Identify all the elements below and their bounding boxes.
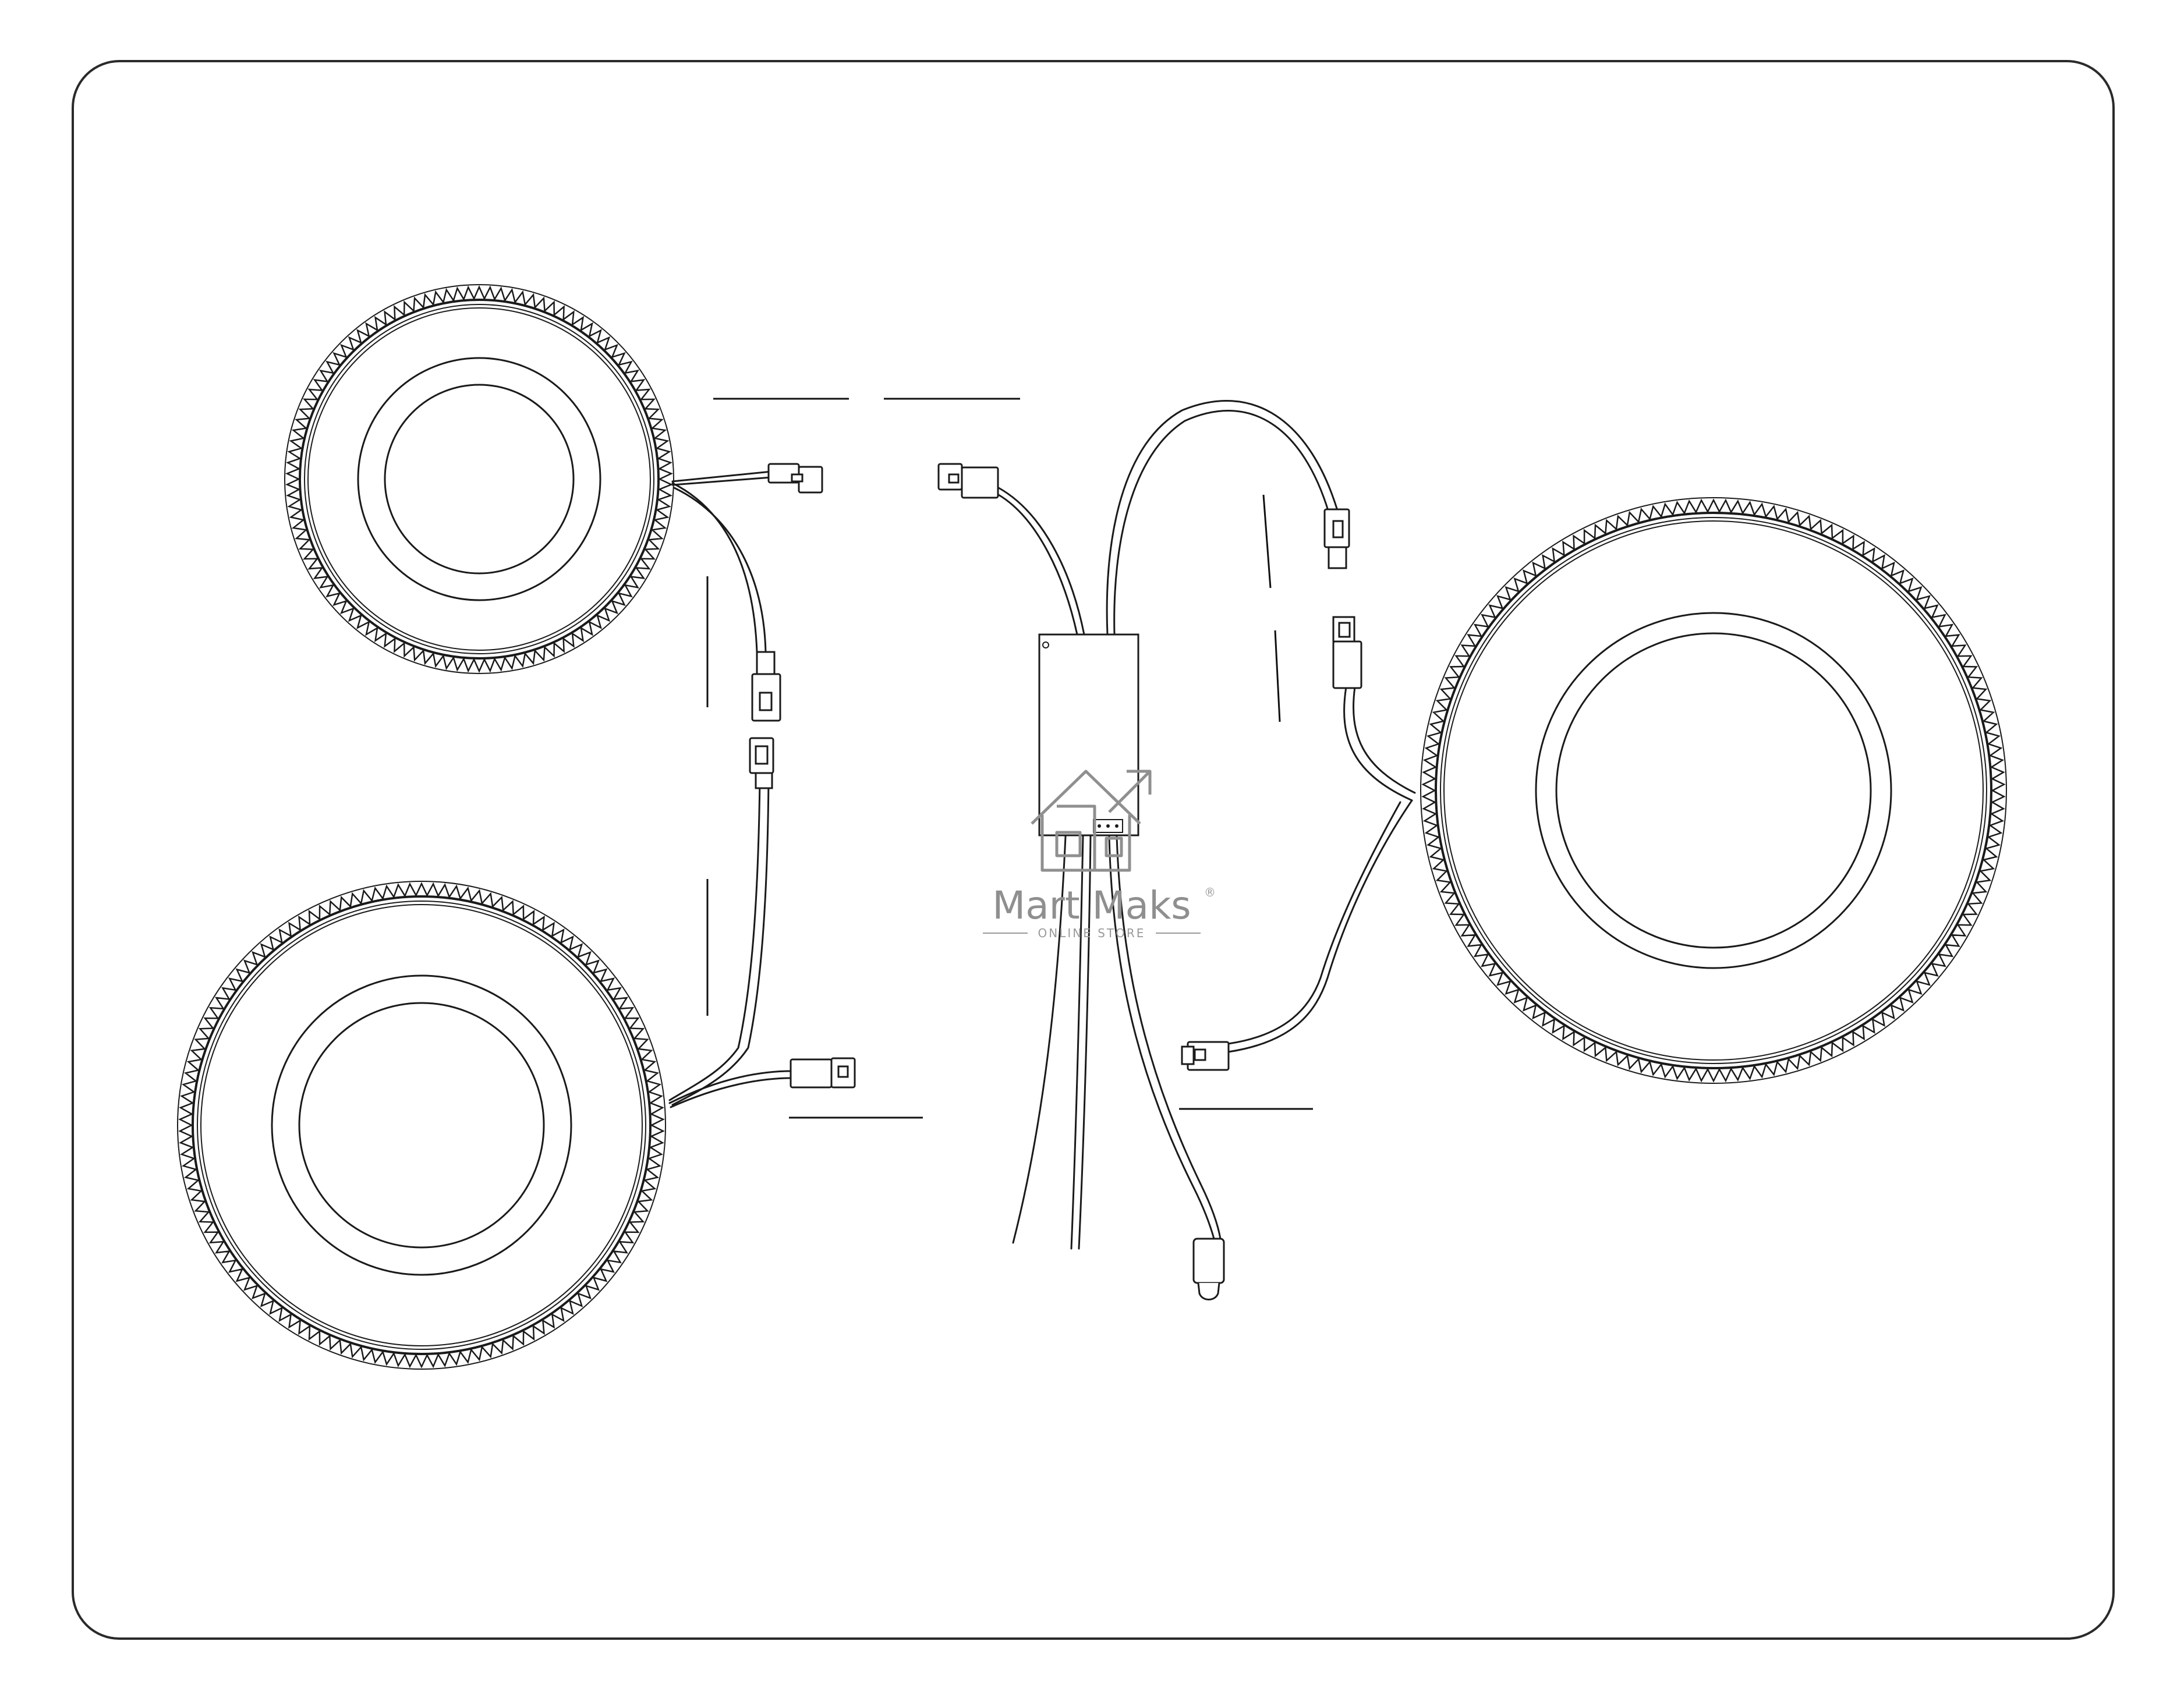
plug-top-left [767,463,823,494]
arrows [706,398,1313,1119]
plug-left-lower [749,737,774,789]
light-ring-bottom-left [177,881,666,1370]
plug-center [937,463,999,499]
diagram-frame [72,60,2115,1640]
arrow-up-right [1274,630,1281,722]
plug-left-upper [751,651,781,722]
arrow-down-right [1262,494,1272,589]
plug-bottom-left [790,1057,856,1089]
plug-right-ring-lower [1181,1041,1230,1071]
brand-watermark: Mart Maks ® ONLINE STORE [983,770,1217,940]
brand-registered-mark: ® [1204,885,1217,899]
light-ring-right [1420,497,2007,1084]
sensor-bulb [1192,1238,1225,1300]
house-logo-icon [1031,770,1152,872]
wires [668,400,1416,1250]
light-ring-top-left [284,284,674,674]
plug-right-top [1323,508,1350,569]
plug-right-ring-upper [1332,616,1362,689]
brand-tagline: ONLINE STORE [1038,926,1146,940]
brand-name: Mart Maks [992,883,1191,928]
connectors [749,463,1362,1089]
